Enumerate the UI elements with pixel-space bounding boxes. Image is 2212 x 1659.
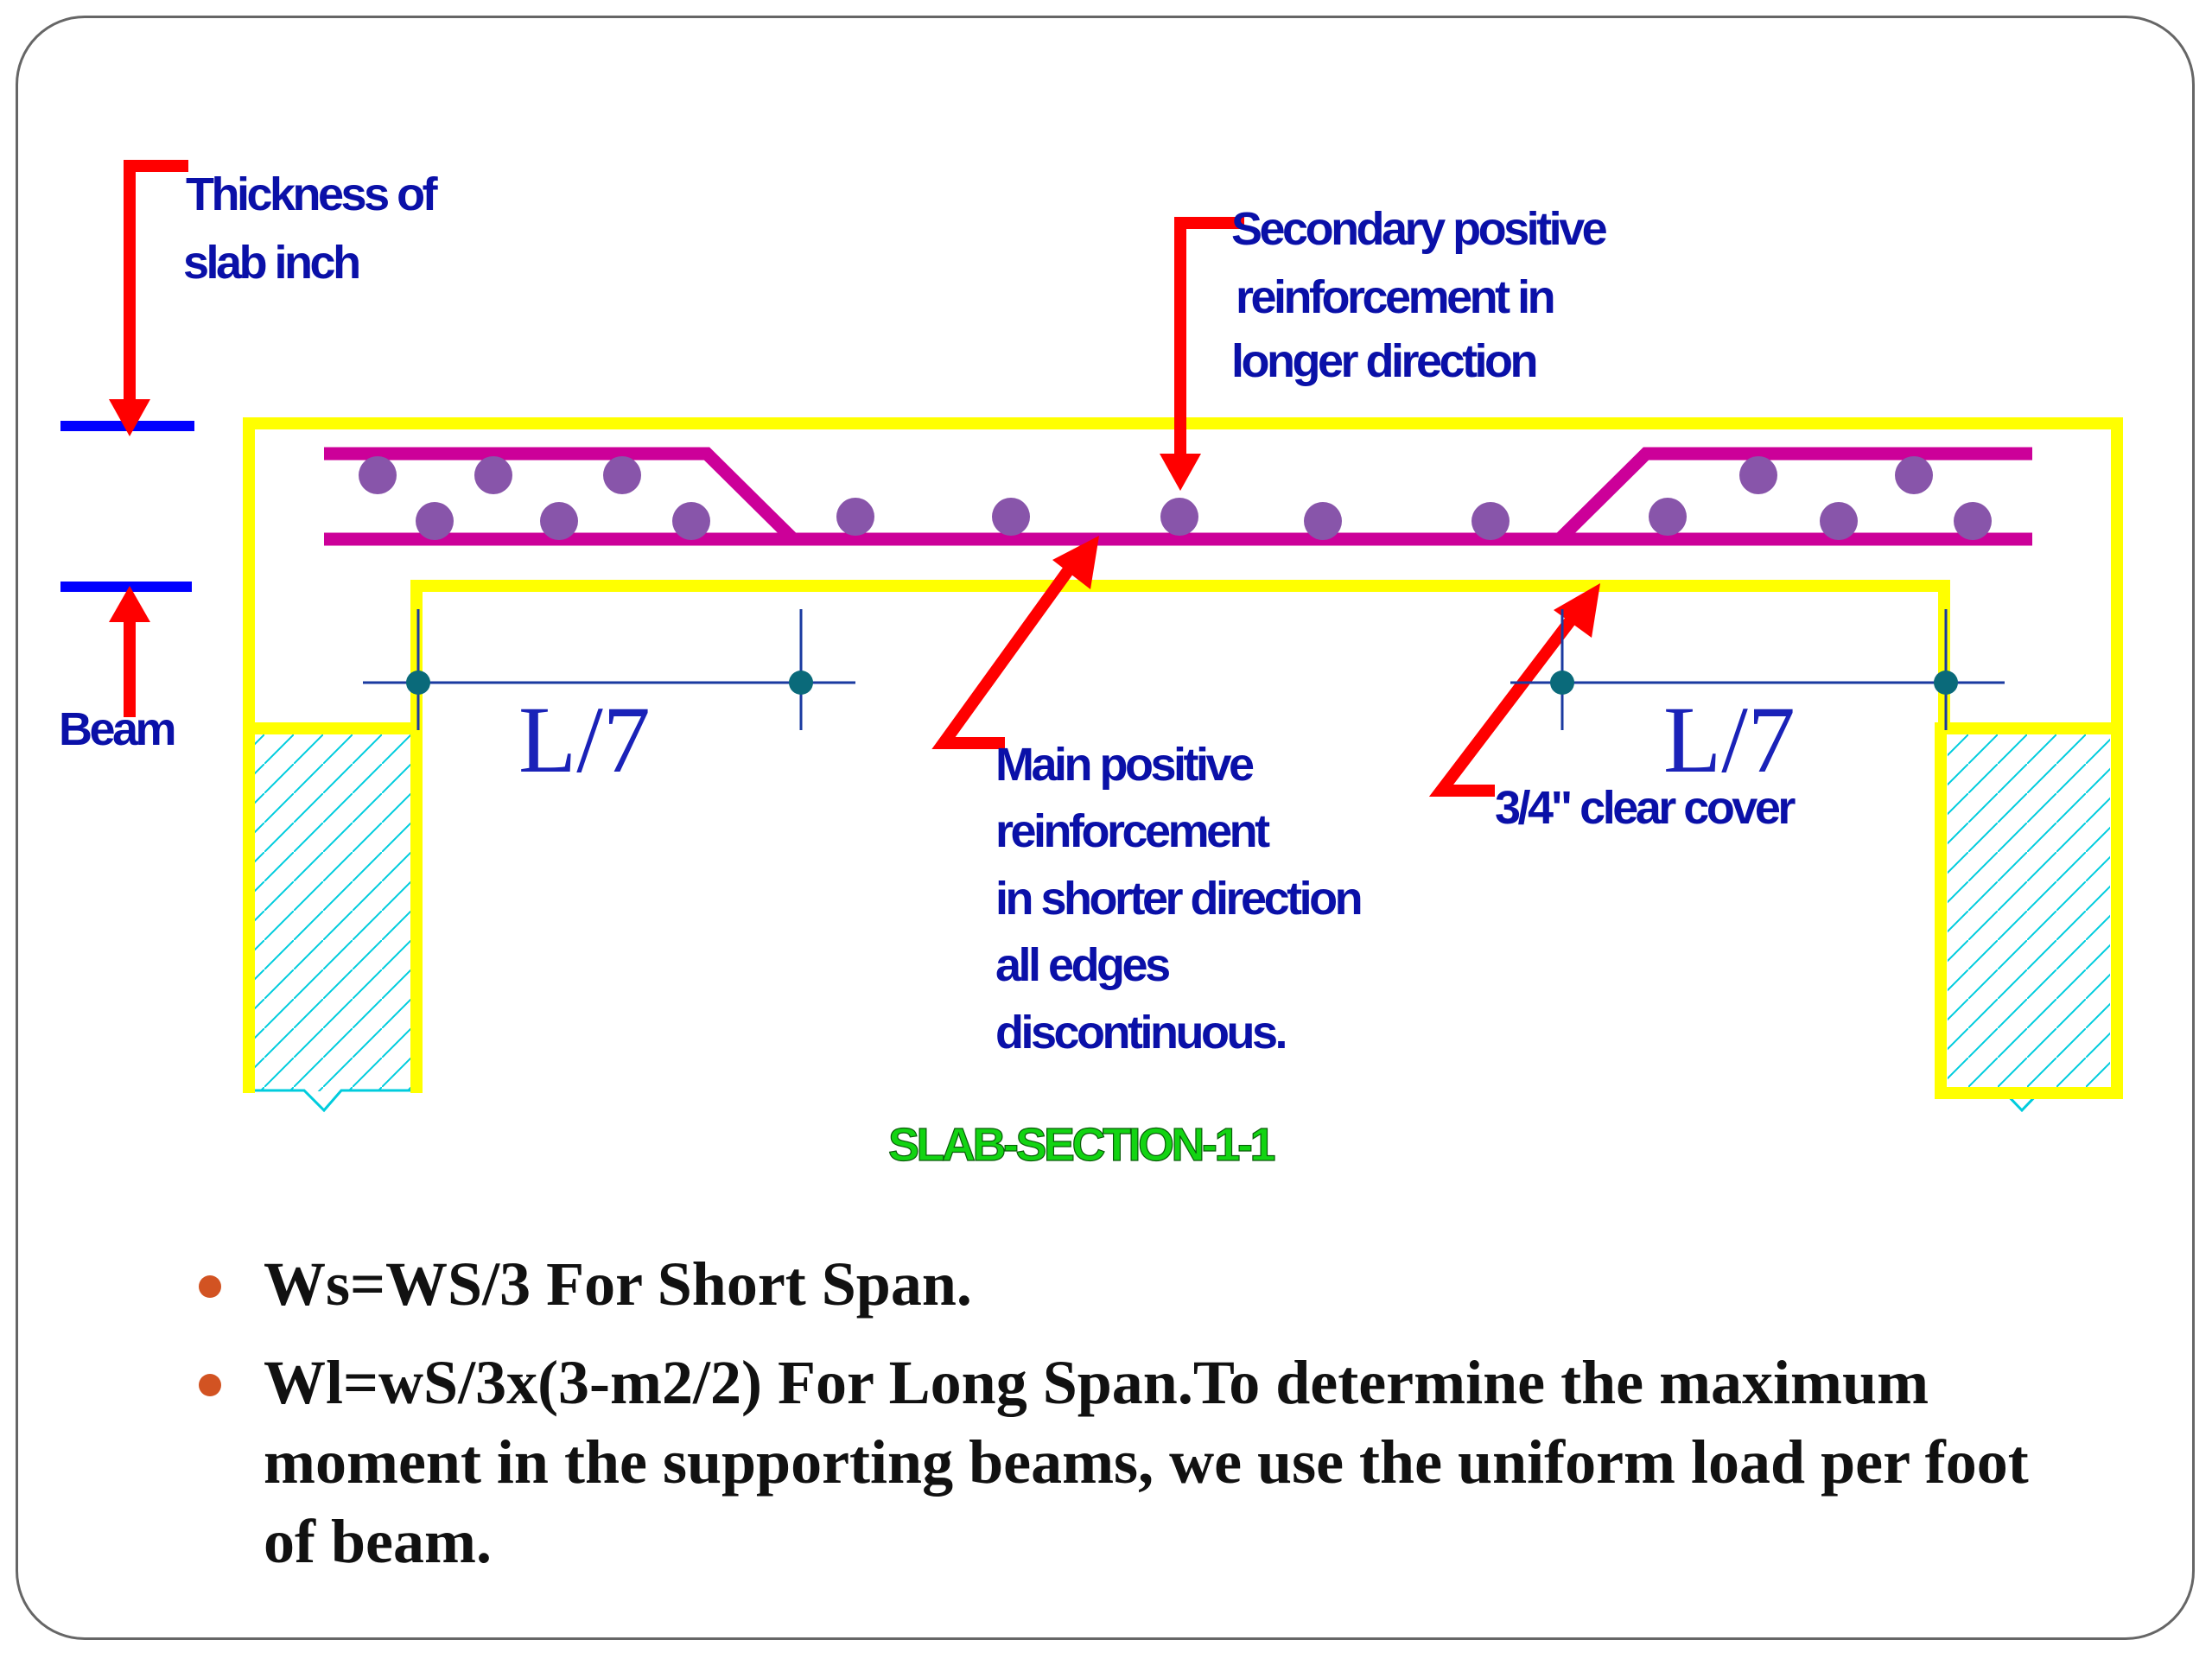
thickness-arrow bbox=[109, 160, 188, 436]
bullet-text-short-span: Ws=WS/3 For Short Span. bbox=[264, 1249, 972, 1319]
main-label-line5: discontinuous. bbox=[995, 1007, 1285, 1058]
clear-cover-arrow bbox=[1428, 583, 1600, 797]
right-column bbox=[1944, 730, 2112, 1113]
bullet-marker bbox=[199, 1374, 221, 1396]
beam-label: Beam bbox=[59, 703, 175, 755]
left-span-label: L/7 bbox=[518, 687, 651, 792]
bullet-list: Ws=WS/3 For Short Span. Wl=wS/3x(3-m2/2)… bbox=[199, 1244, 2078, 1600]
bullet-item: Wl=wS/3x(3-m2/2) For Long Span.To determ… bbox=[199, 1343, 2078, 1581]
right-span-label: L/7 bbox=[1663, 687, 1796, 792]
main-reinforcement-bar bbox=[324, 447, 2032, 546]
main-label-line4: all edges bbox=[995, 939, 1169, 991]
main-reinforcement-arrow bbox=[931, 536, 1099, 749]
secondary-label-line3: longer direction bbox=[1231, 335, 1536, 387]
secondary-label-line1: Secondary positive bbox=[1231, 203, 1607, 255]
thickness-dimension bbox=[60, 421, 194, 592]
main-label-line2: reinforcement bbox=[995, 805, 1270, 857]
secondary-label-line2: reinforcement in bbox=[1236, 271, 1554, 323]
secondary-reinforcement-arrow bbox=[1160, 217, 1244, 491]
clear-cover-label: 3/4" clear cover bbox=[1495, 782, 1796, 834]
bullet-marker bbox=[199, 1275, 221, 1298]
bullet-text-long-span: Wl=wS/3x(3-m2/2) For Long Span.To determ… bbox=[264, 1348, 2029, 1576]
thickness-label-line2: slab inch bbox=[183, 237, 359, 289]
section-title: SLAB-SECTION-1-1 bbox=[888, 1119, 1274, 1171]
beam-arrow bbox=[109, 586, 150, 717]
main-label-line1: Main positive bbox=[995, 739, 1254, 791]
slab-outline bbox=[243, 417, 2123, 1099]
thickness-label-line1: Thickness of bbox=[186, 168, 439, 220]
left-column bbox=[249, 730, 416, 1113]
right-span-dimension bbox=[1510, 609, 2005, 730]
left-span-dimension bbox=[363, 609, 855, 730]
bullet-item: Ws=WS/3 For Short Span. bbox=[199, 1244, 2078, 1324]
rebar-dots bbox=[359, 456, 1992, 540]
main-label-line3: in shorter direction bbox=[995, 873, 1361, 925]
